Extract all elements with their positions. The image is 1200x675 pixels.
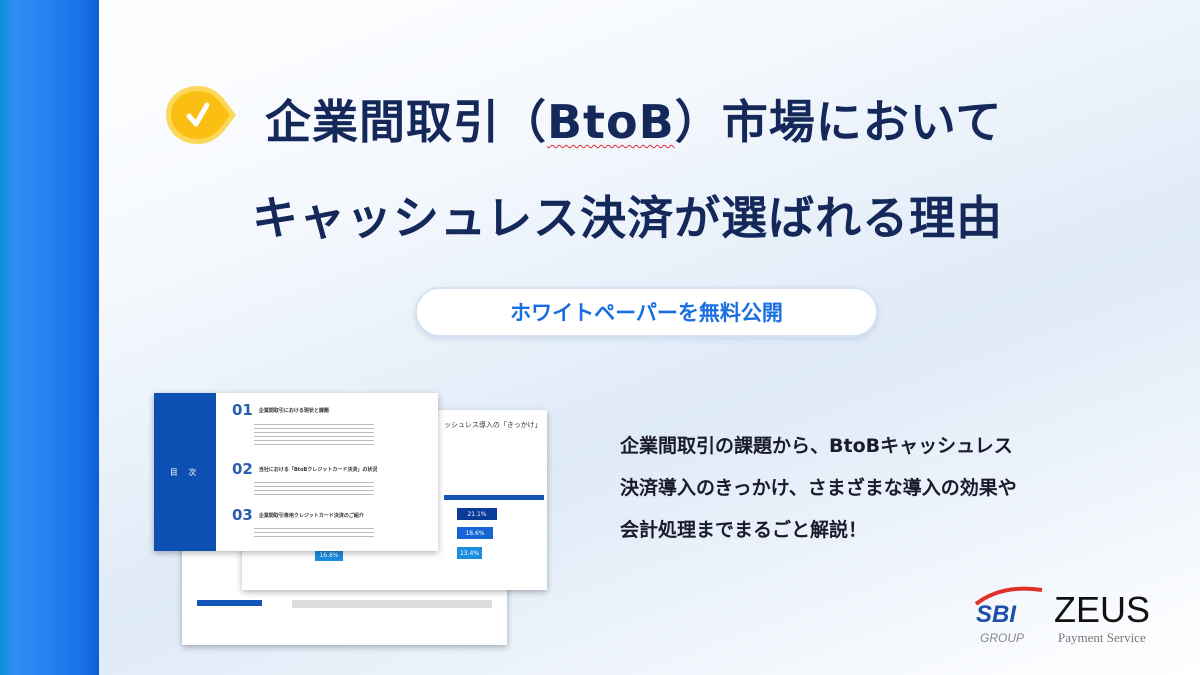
toc-title: 企業間取引における現状と課題	[258, 407, 329, 414]
svg-text:SBI: SBI	[976, 601, 1017, 628]
side-bar	[0, 0, 99, 675]
toc-title: 企業間取引専用クレジットカード決済のご紹介	[258, 512, 364, 519]
value-bar: 13.4%	[457, 547, 482, 559]
description: 企業間取引の課題から、BtoBキャッシュレス 決済導入のきっかけ、さまざまな導入…	[620, 425, 1017, 551]
toc-section: 01 企業間取引における現状と課題	[232, 401, 329, 419]
toc-num: 03	[232, 506, 253, 524]
description-line: 会計処理までまるごと解説！	[620, 519, 868, 541]
headline-text: ）市場において	[674, 95, 1003, 149]
svg-text:ZEUS: ZEUS	[1054, 589, 1150, 630]
value-bar: 16.8%	[315, 550, 343, 561]
toc-label: 目 次	[154, 393, 216, 551]
svg-text:Payment Service: Payment Service	[1058, 630, 1146, 645]
preview-page-toc: 目 次 01 企業間取引における現状と課題 02 当社における「BtoBクレジットカ…	[154, 393, 438, 551]
page2-heading: ッシュレス導入の「きっかけ」	[444, 421, 542, 429]
whitepaper-badge[interactable]: ホワイトペーパーを無料公開	[415, 287, 878, 337]
description-line: 企業間取引の課題から、BtoBキャッシュレス	[620, 435, 1013, 457]
svg-text:GROUP: GROUP	[980, 631, 1024, 645]
toc-title: 当社における「BtoBクレジットカード決済」の状況	[258, 466, 378, 473]
toc-num: 01	[232, 401, 253, 419]
headline-line-2: キャッシュレス決済が選ばれる理由	[252, 191, 1004, 245]
headline-btob: BtoB	[547, 95, 675, 149]
value-bar: 18.6%	[457, 527, 493, 539]
toc-num: 02	[232, 460, 253, 478]
headline-text: 企業間取引（	[265, 95, 547, 149]
headline-line-1: 企業間取引（BtoB）市場において	[265, 86, 1200, 152]
toc-section: 02 当社における「BtoBクレジットカード決済」の状況	[232, 460, 377, 478]
check-icon	[166, 86, 236, 144]
description-line: 決済導入のきっかけ、さまざまな導入の効果や	[620, 477, 1017, 499]
value-bar: 21.1%	[457, 508, 497, 520]
sbi-zeus-logo: SBI GROUP ZEUS Payment Service	[972, 582, 1172, 656]
toc-section: 03 企業間取引専用クレジットカード決済のご紹介	[232, 506, 364, 524]
